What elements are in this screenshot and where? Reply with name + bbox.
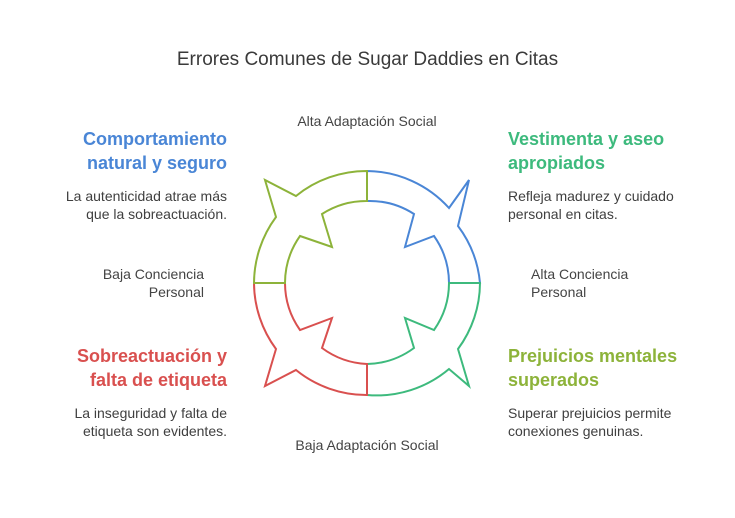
axis-label-left-line1: Baja Conciencia bbox=[102, 266, 204, 282]
segment-bottom-right bbox=[366, 282, 482, 397]
quadrant-bottom-right-desc: Superar prejuicios permite conexiones ge… bbox=[508, 404, 728, 440]
quadrant-bottom-left-desc: La inseguridad y falta de etiqueta son e… bbox=[20, 404, 227, 440]
axis-label-right-line2: Personal bbox=[531, 284, 587, 300]
quadrant-bottom-left-desc-line2: etiqueta son evidentes. bbox=[83, 423, 227, 439]
quadrant-bottom-right-desc-line2: conexiones genuinas. bbox=[508, 423, 644, 439]
quadrant-bottom-right: Prejuicios mentales superados Superar pr… bbox=[508, 344, 728, 440]
quadrant-bottom-left-title: Sobreactuación y falta de etiqueta bbox=[20, 344, 227, 392]
quadrant-bottom-right-title: Prejuicios mentales superados bbox=[508, 344, 728, 392]
axis-label-right: Alta Conciencia Personal bbox=[531, 265, 681, 301]
axis-label-top: Alta Adaptación Social bbox=[297, 113, 437, 129]
quadrant-bottom-left-desc-line1: La inseguridad y falta de bbox=[74, 405, 227, 421]
quadrant-top-right-desc-line1: Refleja madurez y cuidado bbox=[508, 188, 674, 204]
axis-label-left: Baja Conciencia Personal bbox=[60, 265, 204, 301]
quadrant-top-right-title-line1: Vestimenta y aseo bbox=[508, 129, 665, 149]
quadrant-top-right-title: Vestimenta y aseo apropiados bbox=[508, 127, 728, 175]
segment-bottom-left bbox=[252, 282, 368, 397]
quadrant-bottom-left-title-line1: Sobreactuación y bbox=[76, 346, 227, 366]
quadrant-top-right-desc: Refleja madurez y cuidado personal en ci… bbox=[508, 187, 728, 223]
quadrant-top-left-desc-line2: que la sobreactuación. bbox=[86, 206, 227, 222]
quadrant-top-left-title-line1: Comportamiento bbox=[83, 129, 227, 149]
quadrant-top-left-desc-line1: La autenticidad atrae más bbox=[65, 188, 227, 204]
page-title: Errores Comunes de Sugar Daddies en Cita… bbox=[176, 49, 559, 70]
quadrant-bottom-right-desc-line1: Superar prejuicios permite bbox=[508, 405, 672, 421]
quadrant-bottom-left: Sobreactuación y falta de etiqueta La in… bbox=[20, 344, 227, 440]
quadrant-top-right-desc-line2: personal en citas. bbox=[508, 206, 618, 222]
quadrant-top-left-title-line2: natural y seguro bbox=[86, 153, 227, 173]
quadrant-top-left-desc: La autenticidad atrae más que la sobreac… bbox=[20, 187, 227, 223]
axis-label-bottom: Baja Adaptación Social bbox=[295, 437, 439, 453]
axis-label-right-line1: Alta Conciencia bbox=[531, 266, 629, 282]
quadrant-top-left-title: Comportamiento natural y seguro bbox=[20, 127, 227, 175]
quadrant-top-left: Comportamiento natural y seguro La auten… bbox=[20, 127, 227, 223]
quadrant-bottom-right-title-line2: superados bbox=[508, 370, 600, 390]
segment-top-right bbox=[366, 169, 482, 284]
quadrant-top-right: Vestimenta y aseo apropiados Refleja mad… bbox=[508, 127, 728, 223]
quadrant-bottom-left-title-line2: falta de etiqueta bbox=[89, 370, 227, 390]
quadrant-top-right-title-line2: apropiados bbox=[508, 153, 606, 173]
segment-top-left bbox=[252, 169, 368, 284]
quadrant-bottom-right-title-line1: Prejuicios mentales bbox=[508, 346, 678, 366]
axis-label-left-line2: Personal bbox=[148, 284, 204, 300]
